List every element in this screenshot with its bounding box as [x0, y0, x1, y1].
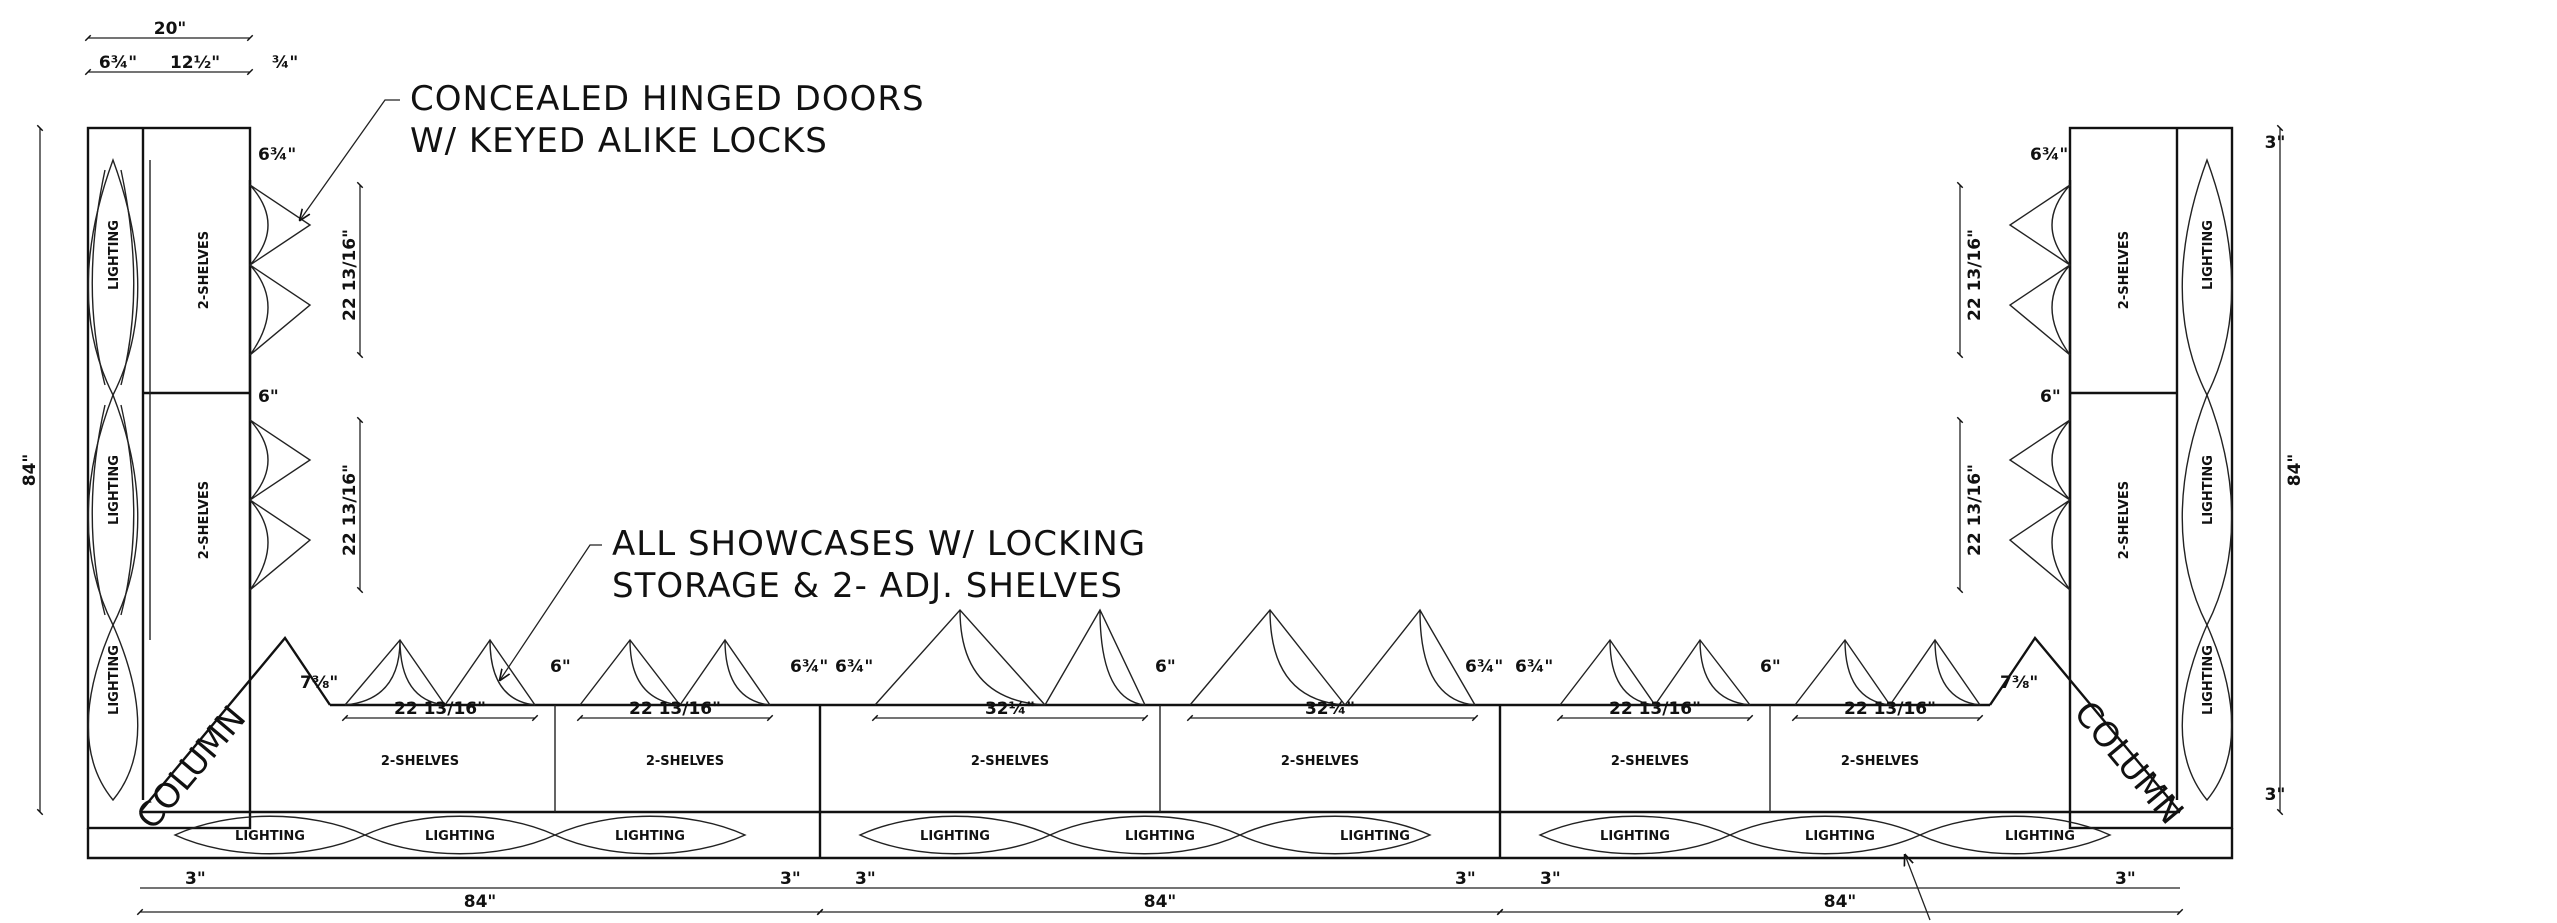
lighting-label: LIGHTING	[2005, 829, 2075, 844]
dim-offset-bottom-1: 6¾"	[790, 657, 828, 677]
lighting-label: LIGHTING	[2201, 645, 2216, 715]
dim-height-right: 84"	[2285, 454, 2305, 487]
lighting-label: LIGHTING	[107, 645, 122, 715]
lighting-label: LIGHTING	[107, 220, 122, 290]
doors-note-line1: CONCEALED HINGED DOORS	[410, 79, 925, 119]
shelves-label: 2-SHELVES	[1611, 754, 1689, 769]
dim-offset-bottom-2: 6¾"	[835, 657, 873, 677]
dim-offset-left-col: 7⅜"	[300, 673, 338, 693]
lighting-label: LIGHTING	[107, 455, 122, 525]
lighting-label: LIGHTING	[1805, 829, 1875, 844]
dim-depth-a: 6¾"	[99, 53, 137, 73]
right-case: LIGHTING LIGHTING LIGHTING 2-SHELVES 2-S…	[2008, 126, 2234, 830]
shelves-label: 2-SHELVES	[2117, 481, 2132, 559]
lighting-label: LIGHTING	[425, 829, 495, 844]
dim-gap-bottom-2: 6"	[1155, 657, 1176, 677]
dim-end-4: 3"	[1455, 869, 1476, 889]
lighting-label: LIGHTING	[1600, 829, 1670, 844]
dim-door-left-lower: 22 13/16"	[340, 464, 360, 556]
shelves-label: 2-SHELVES	[1841, 754, 1919, 769]
dim-gap-right: 6"	[2040, 387, 2061, 407]
doors-note-line2: W/ KEYED ALIKE LOCKS	[410, 121, 828, 161]
dim-door-right-lower: 22 13/16"	[1965, 464, 1985, 556]
bottom-run: LIGHTING LIGHTING LIGHTING LIGHTING LIGH…	[86, 608, 2234, 860]
lighting-label: LIGHTING	[235, 829, 305, 844]
dim-door-bottom-2: 22 13/16"	[629, 699, 721, 719]
annotations: CONCEALED HINGED DOORS W/ KEYED ALIKE LO…	[300, 79, 1931, 921]
dim-door-bottom-1: 22 13/16"	[394, 699, 486, 719]
showcase-note-line2: STORAGE & 2- ADJ. SHELVES	[612, 566, 1123, 606]
lighting-label: LIGHTING	[2201, 220, 2216, 290]
lighting-label: LIGHTING	[1125, 829, 1195, 844]
dimension-lines: 20" 6¾" 12½" ¾" 84" 84" 3" 3" 22 13/16" …	[20, 19, 2305, 916]
dim-run-3: 84"	[1824, 892, 1857, 912]
lighting-label: LIGHTING	[615, 829, 685, 844]
dim-end-2: 3"	[780, 869, 801, 889]
dim-run-1: 84"	[464, 892, 497, 912]
shelves-label: 2-SHELVES	[971, 754, 1049, 769]
shelves-label: 2-SHELVES	[2117, 231, 2132, 309]
shelves-label: 2-SHELVES	[381, 754, 459, 769]
dim-offset-left-top: 6¾"	[258, 145, 296, 165]
dim-end-5: 3"	[1540, 869, 1561, 889]
dim-end-6: 3"	[2115, 869, 2136, 889]
dim-offset-bottom-3: 6¾"	[1465, 657, 1503, 677]
dim-gap-bottom-3: 6"	[1760, 657, 1781, 677]
dim-depth-b: 12½"	[170, 53, 220, 73]
lighting-label: LIGHTING	[920, 829, 990, 844]
dim-door-left-upper: 22 13/16"	[340, 229, 360, 321]
dim-end-3: 3"	[855, 869, 876, 889]
dim-offset-right-top: 6¾"	[2030, 145, 2068, 165]
dim-bottom-3: 3"	[2265, 785, 2286, 805]
dim-end-1: 3"	[185, 869, 206, 889]
dim-depth-c: ¾"	[272, 53, 298, 73]
dim-door-bottom-6: 22 13/16"	[1844, 699, 1936, 719]
lighting-label: LIGHTING	[2201, 455, 2216, 525]
dim-offset-right-col: 7⅜"	[2000, 673, 2038, 693]
dim-door-right-upper: 22 13/16"	[1965, 229, 1985, 321]
shelves-label: 2-SHELVES	[197, 481, 212, 559]
dim-overall-width: 20"	[154, 19, 187, 39]
shelves-label: 2-SHELVES	[646, 754, 724, 769]
dim-gap-bottom-1: 6"	[550, 657, 571, 677]
dim-offset-bottom-4: 6¾"	[1515, 657, 1553, 677]
dim-door-bottom-5: 22 13/16"	[1609, 699, 1701, 719]
shelves-label: 2-SHELVES	[197, 231, 212, 309]
column-label: COLUMN	[129, 699, 254, 838]
dim-door-bottom-3: 32¼"	[985, 699, 1035, 719]
dim-run-2: 84"	[1144, 892, 1177, 912]
showcase-note-line1: ALL SHOWCASES W/ LOCKING	[612, 524, 1146, 564]
lighting-label: LIGHTING	[1340, 829, 1410, 844]
left-case: LIGHTING LIGHTING LIGHTING 2-SHELVES 2-S…	[86, 126, 312, 830]
dim-door-bottom-4: 32¼"	[1305, 699, 1355, 719]
shelves-label: 2-SHELVES	[1281, 754, 1359, 769]
dim-gap-left: 6"	[258, 387, 279, 407]
dim-height-left: 84"	[20, 454, 40, 487]
dim-top-3: 3"	[2265, 133, 2286, 153]
